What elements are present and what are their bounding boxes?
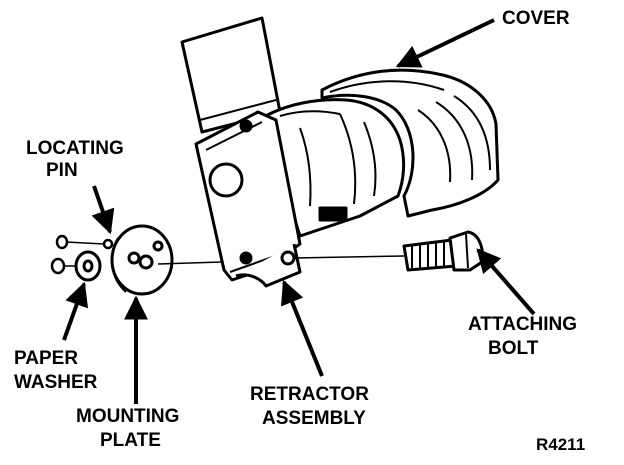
label-paper: PAPER bbox=[14, 348, 78, 369]
retractor-body bbox=[260, 98, 406, 238]
labels: COVER LOCATING PIN PAPER WASHER MOUNTING… bbox=[14, 8, 585, 454]
label-plate: PLATE bbox=[100, 430, 161, 451]
label-cover: COVER bbox=[502, 8, 570, 29]
alignment-lines bbox=[157, 255, 405, 265]
label-washer: WASHER bbox=[14, 372, 98, 393]
attaching-bolt bbox=[402, 230, 484, 272]
paper-washer bbox=[74, 250, 102, 282]
locating-pin-arrow bbox=[91, 185, 115, 235]
leader-arrows bbox=[62, 18, 536, 404]
small-screws bbox=[50, 234, 105, 275]
label-assembly: ASSEMBLY bbox=[262, 408, 366, 429]
retractor-assembly-arrow bbox=[280, 279, 324, 377]
retractor-bracket bbox=[194, 110, 302, 288]
label-bolt: BOLT bbox=[488, 338, 539, 359]
label-mounting: MOUNTING bbox=[76, 406, 179, 427]
figure-code: R4211 bbox=[536, 435, 585, 454]
label-pin: PIN bbox=[46, 160, 78, 181]
paper-washer-arrow bbox=[62, 281, 89, 341]
retractor-cover bbox=[320, 68, 500, 218]
label-locating: LOCATING bbox=[26, 138, 124, 159]
mounting-plate bbox=[110, 224, 174, 296]
cover-arrow bbox=[395, 18, 495, 68]
label-attaching: ATTACHING bbox=[468, 314, 577, 335]
attaching-bolt-arrow bbox=[476, 248, 536, 316]
locating-pin bbox=[102, 238, 114, 250]
label-retractor: RETRACTOR bbox=[250, 384, 369, 405]
